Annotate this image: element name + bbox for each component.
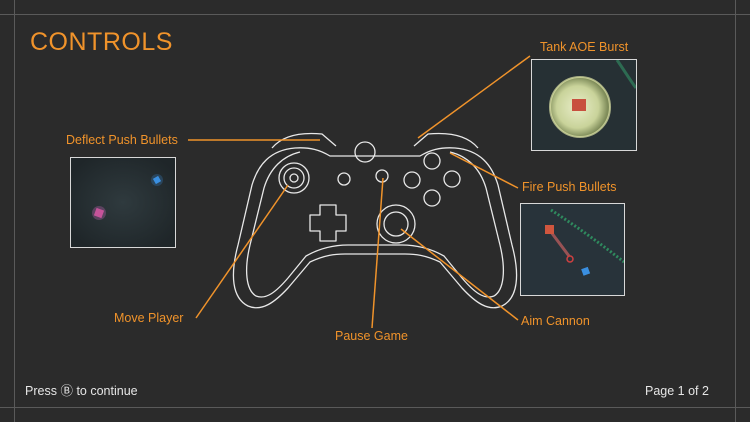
- leader-line-aoe: [417, 55, 531, 139]
- continue-suffix: to continue: [76, 384, 138, 398]
- label-tank-aoe-burst: Tank AOE Burst: [540, 40, 629, 54]
- leader-line-aim: [400, 228, 519, 321]
- label-deflect-push-bullets: Deflect Push Bullets: [66, 133, 178, 147]
- gamepad-outline-icon: [232, 132, 518, 309]
- page-title: CONTROLS: [30, 28, 173, 56]
- page-indicator: Page 1 of 2: [645, 384, 709, 398]
- thumbnail-tank-aoe: [531, 59, 637, 151]
- frame-line-top: [0, 14, 750, 15]
- thumbnail-deflect: [70, 157, 176, 248]
- leader-line-move: [195, 184, 289, 319]
- leader-line-fire: [449, 152, 519, 189]
- frame-line-left: [14, 0, 15, 422]
- frame-line-bottom: [0, 407, 750, 408]
- b-button-icon: Ⓑ: [60, 384, 73, 398]
- leader-line-pause: [371, 177, 384, 329]
- label-aim-cannon: Aim Cannon: [521, 314, 590, 328]
- label-pause-game: Pause Game: [335, 329, 408, 343]
- label-fire-push-bullets: Fire Push Bullets: [522, 180, 617, 194]
- continue-prompt: Press Ⓑ to continue: [25, 380, 138, 399]
- thumbnail-fire: [520, 203, 625, 296]
- label-move-player: Move Player: [114, 311, 184, 325]
- frame-line-right: [735, 0, 736, 422]
- continue-prefix: Press: [25, 384, 57, 398]
